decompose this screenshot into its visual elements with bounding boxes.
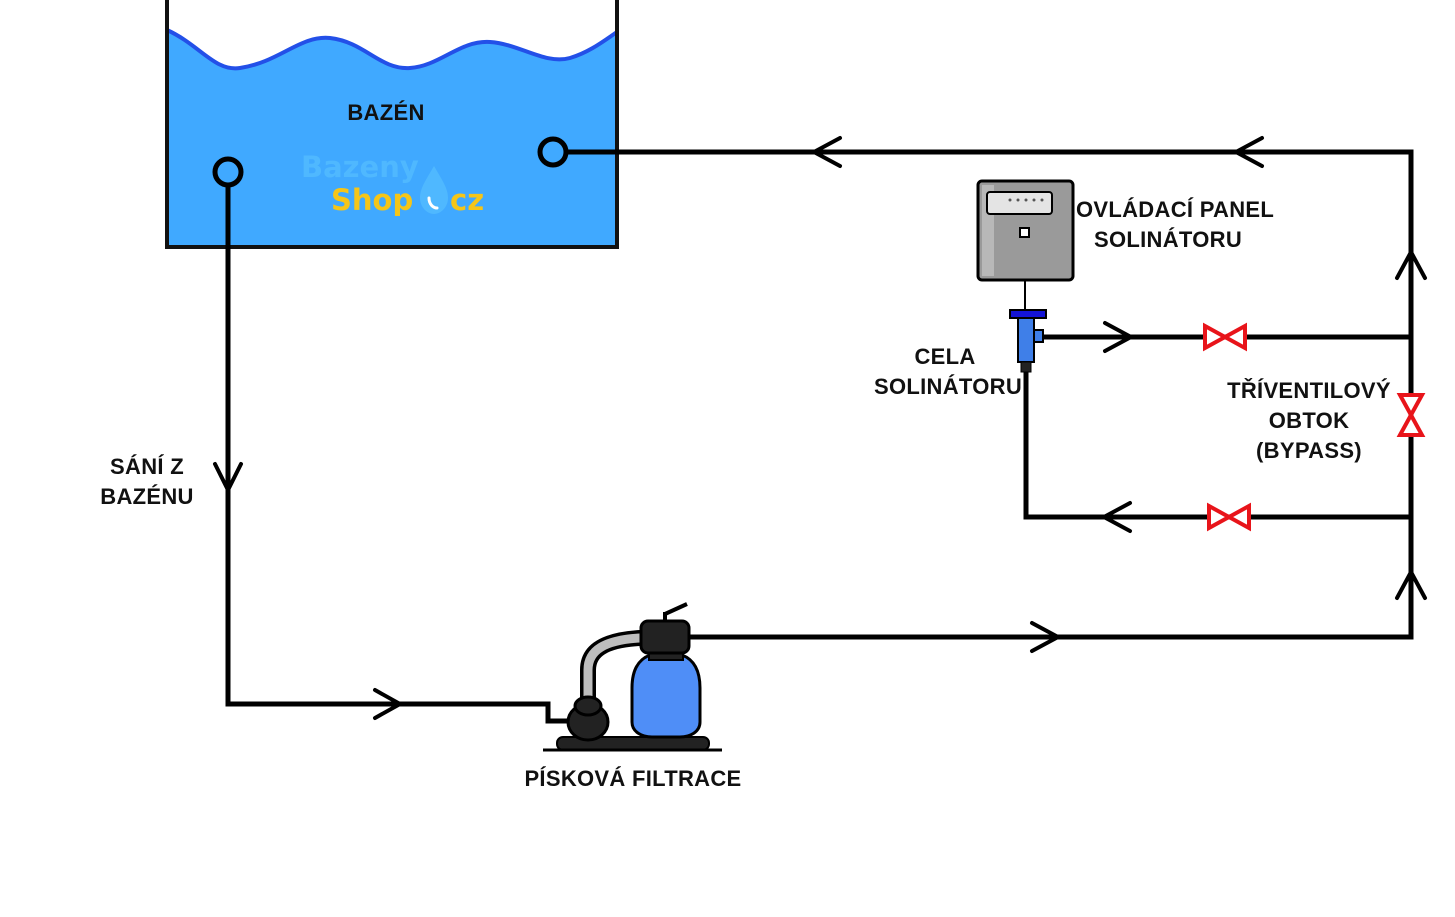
pool-label: BAZÉN — [347, 100, 425, 125]
flow-arrow-icon — [1395, 247, 1427, 280]
flow-arrow-icon — [809, 136, 842, 168]
filter-valve-head — [639, 619, 691, 655]
control-panel-label-line-1: OVLÁDACÍ PANEL — [1076, 197, 1275, 222]
cell-cap — [1009, 309, 1047, 319]
cell-body — [1017, 317, 1035, 363]
pool-water-surface — [166, 28, 619, 71]
flow-arrow-icon — [1395, 567, 1427, 600]
suction-pipe — [225, 172, 575, 724]
flow-arrow-icon — [1103, 321, 1136, 353]
chlorinator-control-panel — [976, 179, 1075, 282]
sand-filter — [543, 602, 722, 752]
bypass-label: TŘÍVENTILOVÝ OBTOK (BYPASS) — [1226, 376, 1392, 466]
bypass-label-line-2: OBTOK — [1268, 408, 1350, 433]
valve-icon — [1203, 322, 1247, 352]
suction-label-line-1: SÁNÍ Z — [110, 454, 184, 479]
valve-icon — [1207, 502, 1251, 532]
cell-label: CELA SOLINÁTORU — [874, 342, 1023, 402]
suction-label: SÁNÍ Z BAZÉNU — [92, 452, 202, 512]
logo-line-1: Bazeny — [301, 150, 419, 184]
cell-label-line-2: SOLINÁTORU — [874, 374, 1023, 399]
sand-filter-label: PÍSKOVÁ FILTRACE — [524, 766, 742, 791]
pool — [165, 0, 619, 249]
flow-arrow-icon — [1030, 621, 1063, 653]
panel-display — [986, 191, 1053, 215]
pool-walls — [165, 0, 619, 249]
cell-label-line-1: CELA — [914, 344, 976, 369]
control-panel-label-line-2: SOLINÁTORU — [1093, 227, 1243, 252]
cell-port — [1033, 329, 1044, 343]
control-panel-label: OVLÁDACÍ PANEL SOLINÁTORU — [1076, 195, 1275, 255]
flow-arrow-icon — [1099, 501, 1132, 533]
chlorinator-cell — [1009, 309, 1047, 373]
bypass-lower-pipe — [1023, 372, 1411, 520]
bypass-label-line-1: TŘÍVENTILOVÝ — [1227, 378, 1391, 403]
filter-tank — [630, 653, 702, 739]
panel-button — [1019, 227, 1030, 238]
flow-arrow-icon — [373, 688, 405, 720]
pump-housing — [573, 695, 603, 717]
valve-icon — [1396, 393, 1426, 437]
flow-arrow-icon — [213, 462, 243, 495]
bypass-label-line-3: (BYPASS) — [1256, 438, 1362, 463]
pool-inlet-icon — [537, 136, 569, 168]
flow-arrow-icon — [1231, 136, 1264, 168]
pool-outlet-icon — [212, 156, 244, 188]
logo-line-2b: cz — [450, 183, 485, 217]
water-drop-icon — [420, 166, 448, 214]
logo-line-2a: Shop — [331, 183, 414, 217]
suction-label-line-2: BAZÉNU — [100, 484, 194, 509]
pool-water — [167, 30, 617, 247]
